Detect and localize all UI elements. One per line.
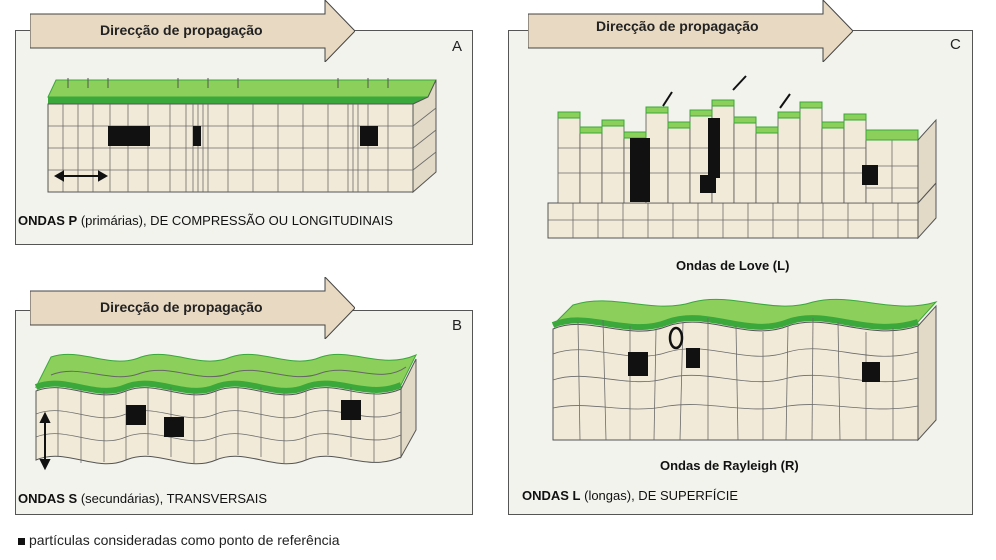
direction-label-c: Direcção de propagação: [596, 18, 759, 34]
panel-letter-c: C: [950, 36, 961, 53]
rayleigh-wave-label: Ondas de Rayleigh (R): [660, 458, 799, 473]
caption-l-rest: (longas), DE SUPERFÍCIE: [580, 488, 738, 503]
p-wave-block: [47, 78, 437, 194]
legend-text: partículas consideradas como ponto de re…: [29, 532, 340, 548]
propagation-arrow-a: [30, 0, 355, 62]
propagation-arrow-c: [528, 0, 853, 62]
caption-surface-waves: ONDAS L (longas), DE SUPERFÍCIE: [522, 488, 738, 503]
love-wave-block: [547, 75, 937, 240]
caption-s-waves: ONDAS S (secundárias), TRANSVERSAIS: [18, 491, 267, 506]
s-wave-block: [34, 353, 418, 471]
caption-s-rest: (secundárias), TRANSVERSAIS: [77, 491, 268, 506]
love-wave-label: Ondas de Love (L): [676, 258, 790, 273]
panel-letter-a: A: [452, 38, 463, 55]
caption-l-bold: ONDAS L: [522, 488, 581, 503]
direction-label-b: Direcção de propagação: [100, 299, 263, 315]
caption-p-bold: ONDAS P: [18, 213, 78, 228]
legend-particle-swatch: [18, 537, 25, 545]
caption-s-bold: ONDAS S: [18, 491, 78, 506]
caption-p-rest: (primárias), DE COMPRESSÃO OU LONGITUDIN…: [77, 213, 393, 228]
direction-label-a: Direcção de propagação: [100, 22, 263, 38]
propagation-arrow-b: [30, 277, 355, 339]
panel-letter-b: B: [452, 317, 463, 334]
legend: partículas consideradas como ponto de re…: [18, 532, 340, 548]
caption-p-waves: ONDAS P (primárias), DE COMPRESSÃO OU LO…: [18, 213, 393, 228]
rayleigh-wave-block: [551, 298, 938, 442]
